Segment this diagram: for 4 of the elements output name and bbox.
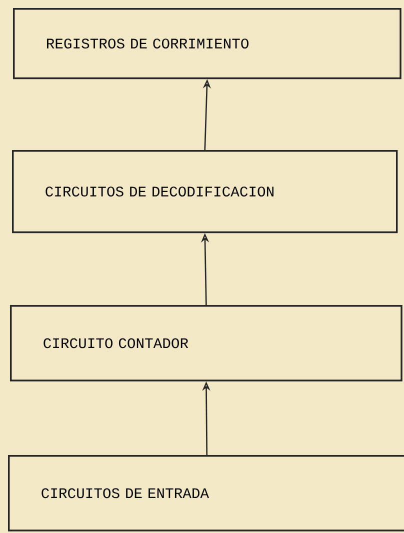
- process-box: CIRCUITOS DE DECODIFICACION: [12, 150, 398, 234]
- process-box: REGISTROS DE CORRIMIENTO: [13, 8, 402, 80]
- process-box: CIRCUITO CONTADOR: [10, 305, 402, 382]
- process-box: CIRCUITOS DE ENTRADA: [8, 455, 404, 532]
